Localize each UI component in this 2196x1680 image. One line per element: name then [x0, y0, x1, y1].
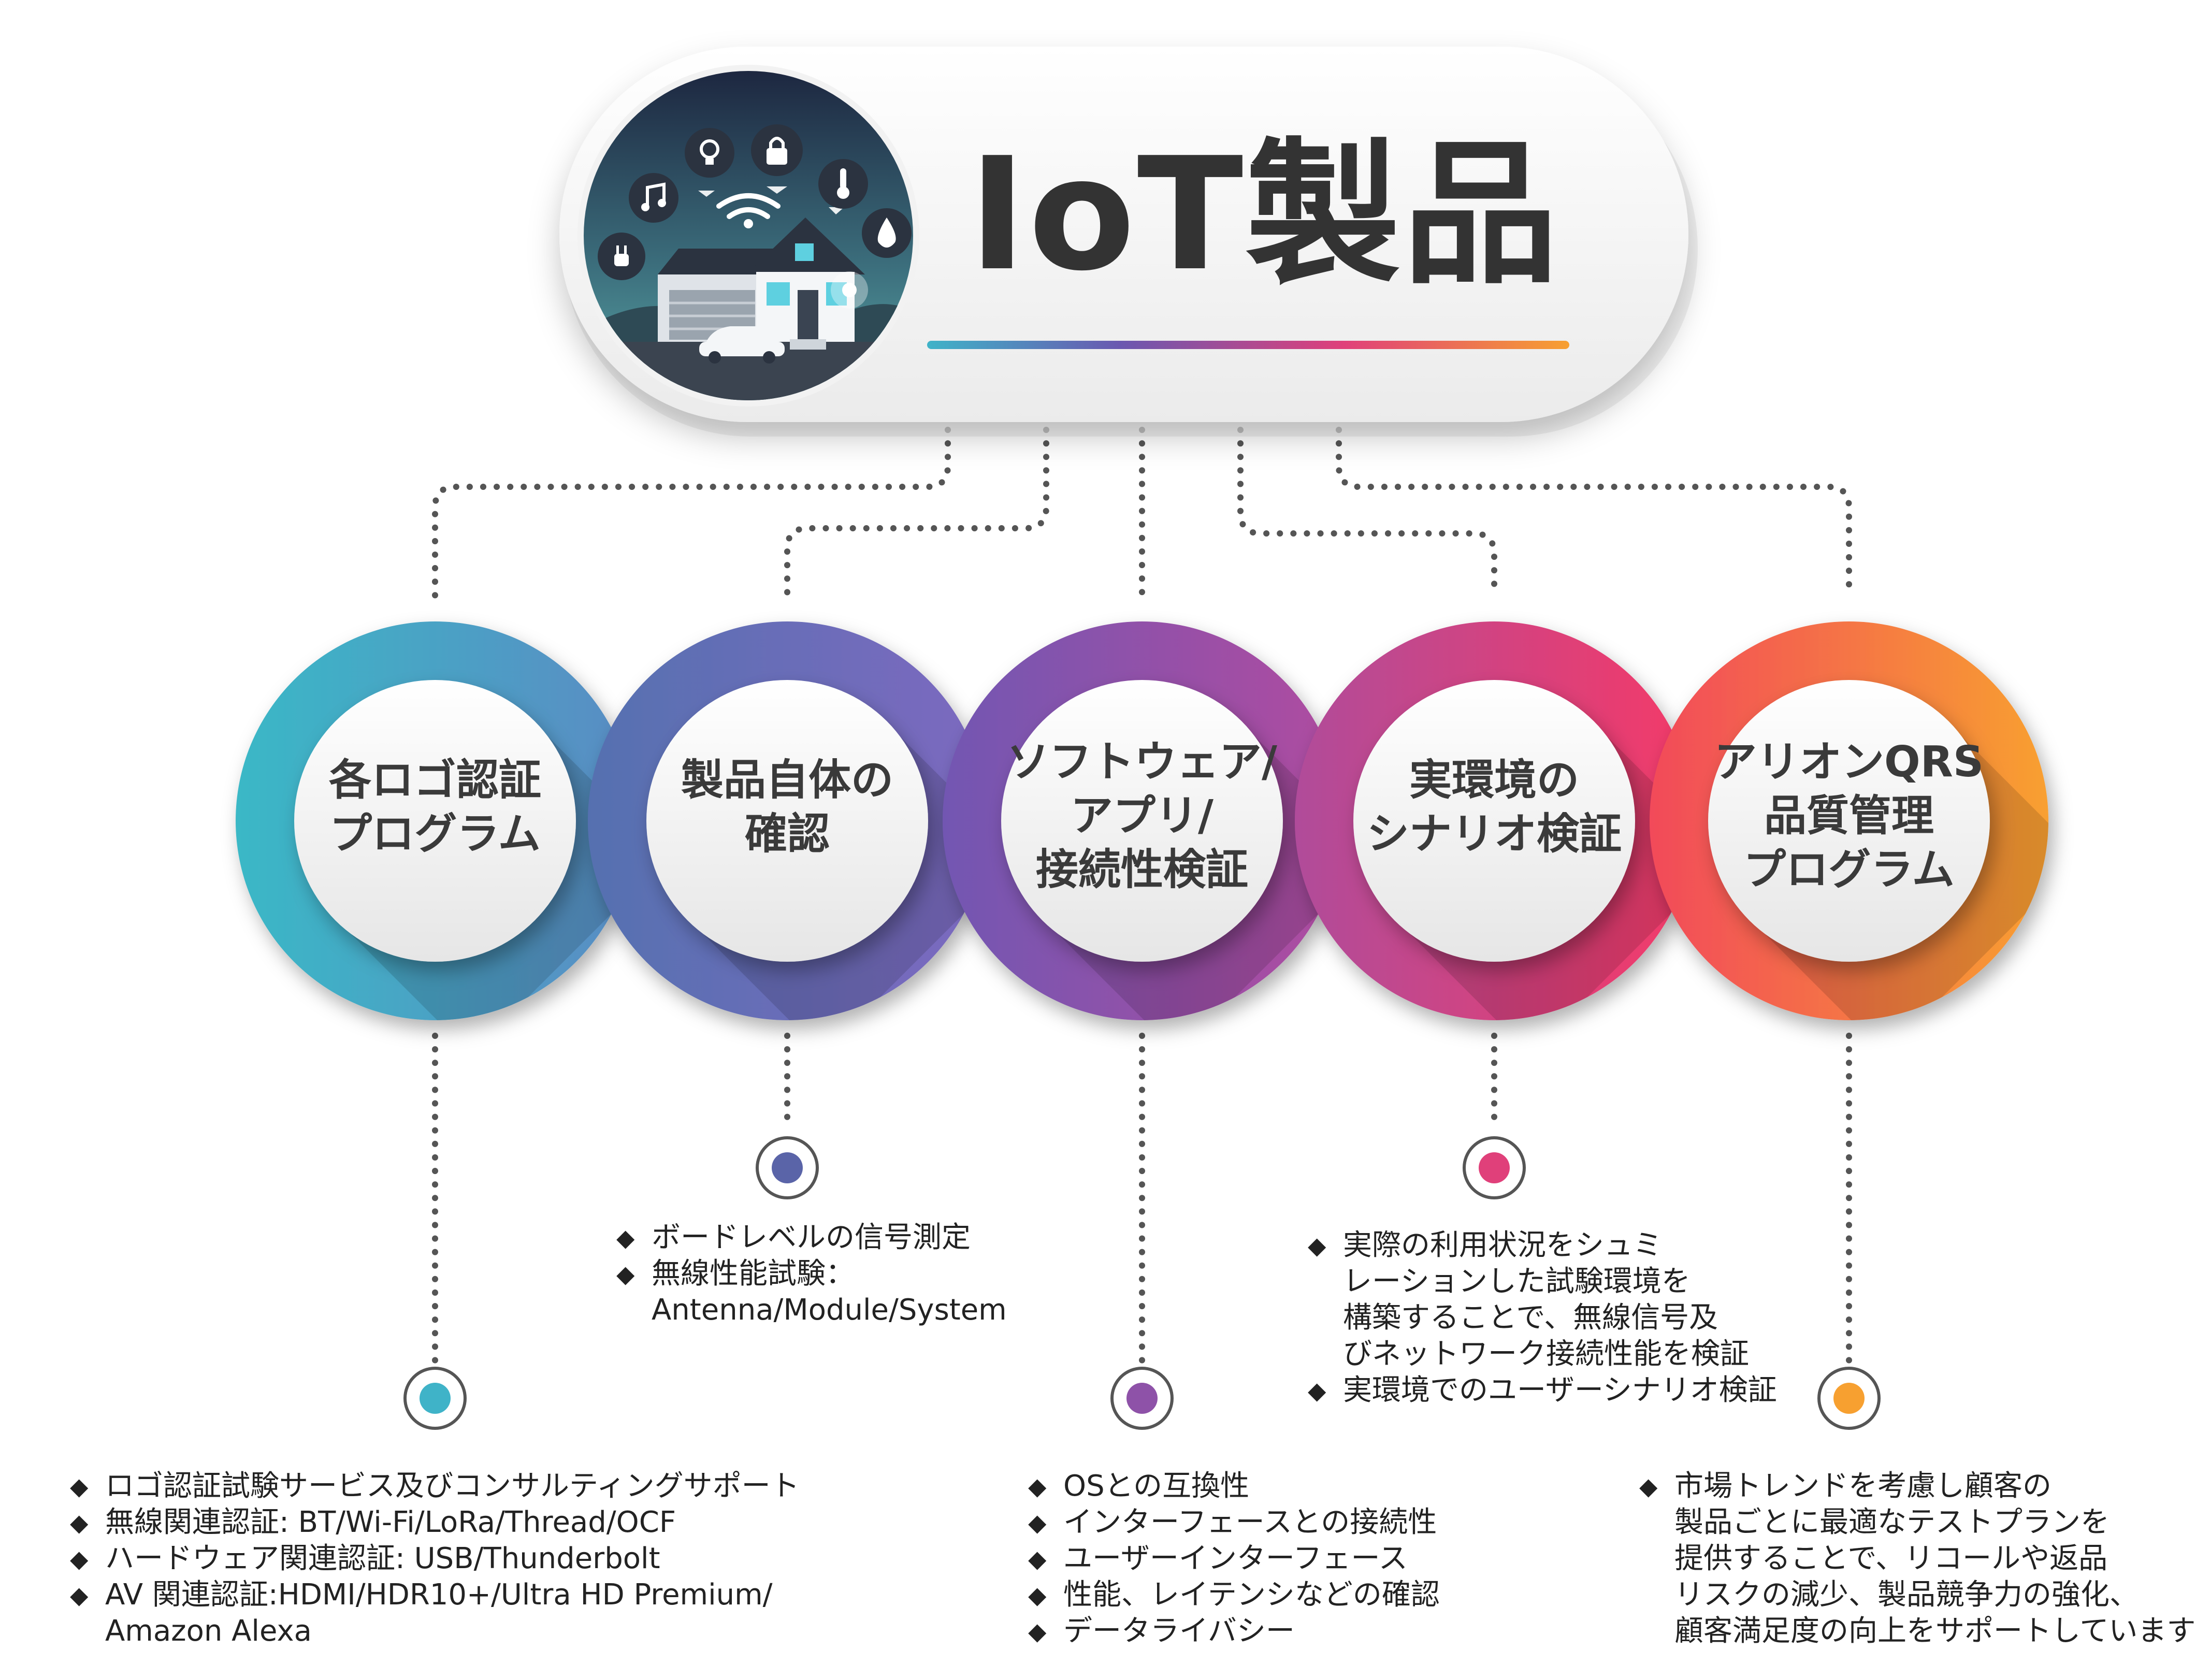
node-label-line: 確認: [744, 809, 830, 859]
node-label-line: 接続性検証: [1035, 845, 1248, 894]
marker-dot-real-scenario: [1463, 1136, 1526, 1199]
bullet-continuation: Amazon Alexa: [105, 1614, 312, 1648]
plug-icon: [598, 233, 645, 280]
node-ring-real-scenario: [1295, 621, 1694, 1020]
node-rings: [236, 621, 2048, 1020]
bullet-item: ハードウェア関連認証: USB/Thunderbolt: [70, 1541, 800, 1577]
marker-dot-product-check: [756, 1136, 819, 1199]
node-label-line: プログラム: [329, 809, 541, 859]
node-label-logo-certification: 各ロゴ認証 プログラム: [290, 754, 580, 861]
marker-dot-qrs-program: [1817, 1367, 1881, 1430]
bullet-item: 実際の利用状況をシュミ レーションした試験環境を 構築することで、無線信号及 び…: [1308, 1227, 1777, 1372]
lock-icon: [751, 124, 803, 176]
bullet-item: データライバシー: [1028, 1613, 1440, 1649]
bullet-item: ユーザーインターフェース: [1028, 1541, 1440, 1577]
node-label-line: 各ロゴ認証: [328, 756, 541, 805]
node-label-software-app: ソフトウェア/ アプリ/ 接続性検証: [997, 735, 1287, 897]
bullet-item: 実環境でのユーザーシナリオ検証: [1308, 1372, 1777, 1409]
marker-dot-software-app: [1110, 1367, 1174, 1430]
title-underline: [927, 341, 1569, 349]
node-label-line: ソフトウェア/: [1007, 737, 1277, 787]
bullets-logo-certification: ロゴ認証試験サービス及びコンサルティングサポート 無線関連認証: BT/Wi-F…: [70, 1468, 800, 1649]
node-label-line: プログラム: [1743, 845, 1955, 894]
node-label-line: アプリ/: [1071, 791, 1213, 841]
node-label-qrs-program: アリオンQRS 品質管理 プログラム: [1704, 735, 1994, 897]
node-ring-logo-certification: [236, 621, 634, 1020]
bullets-qrs-program: 市場トレンドを考慮し顧客の 製品ごとに最適なテストプランを 提供することで、リコ…: [1639, 1468, 2195, 1649]
node-label-product-check: 製品自体の 確認: [642, 754, 932, 861]
connector-lines: [432, 427, 1852, 1370]
water-drop-icon: [862, 208, 912, 258]
node-ring-qrs-program: [1650, 621, 2048, 1020]
bullet-item: インターフェースとの接続性: [1028, 1504, 1440, 1541]
bullet-item: 無線関連認証: BT/Wi-Fi/LoRa/Thread/OCF: [70, 1504, 800, 1541]
node-label-line: シナリオ検証: [1366, 809, 1622, 859]
bullets-real-scenario: 実際の利用状況をシュミ レーションした試験環境を 構築することで、無線信号及 び…: [1308, 1227, 1777, 1409]
music-note-icon: [629, 173, 678, 223]
marker-dot-logo-certification: [403, 1367, 467, 1430]
node-ring-product-check: [588, 621, 987, 1020]
node-label-real-scenario: 実環境の シナリオ検証: [1349, 754, 1639, 861]
bullet-item: 市場トレンドを考慮し顧客の 製品ごとに最適なテストプランを 提供することで、リコ…: [1639, 1468, 2195, 1649]
thermometer-icon: [818, 159, 868, 209]
node-ring-software-app: [943, 621, 1341, 1020]
bullet-item: 性能、レイテンシなどの確認: [1028, 1577, 1440, 1613]
bullets-product-check: ボードレベルの信号測定 無線性能試験： Antenna/Module/Syste…: [616, 1220, 1007, 1328]
bullet-item: OSとの互換性: [1028, 1468, 1440, 1504]
node-label-line: 品質管理: [1764, 791, 1934, 841]
node-label-line: アリオンQRS: [1714, 737, 1984, 787]
node-label-line: 実環境の: [1409, 756, 1579, 805]
bullet-item: AV 関連認証:HDMI/HDR10+/Ultra HD Premium/: [70, 1577, 800, 1613]
bullet-item: ロゴ認証試験サービス及びコンサルティングサポート: [70, 1468, 800, 1504]
bullet-item: ボードレベルの信号測定: [616, 1220, 1007, 1256]
lightbulb-icon: [685, 128, 734, 178]
node-label-line: 製品自体の: [681, 756, 893, 805]
page-title: IoT製品: [969, 124, 1561, 305]
marker-dots: [403, 1136, 1881, 1430]
bullet-continuation: Antenna/Module/System: [652, 1293, 1007, 1327]
bullets-software-app: OSとの互換性 インターフェースとの接続性 ユーザーインターフェース 性能、レイ…: [1028, 1468, 1440, 1649]
bullet-item: 無線性能試験：: [616, 1256, 1007, 1292]
